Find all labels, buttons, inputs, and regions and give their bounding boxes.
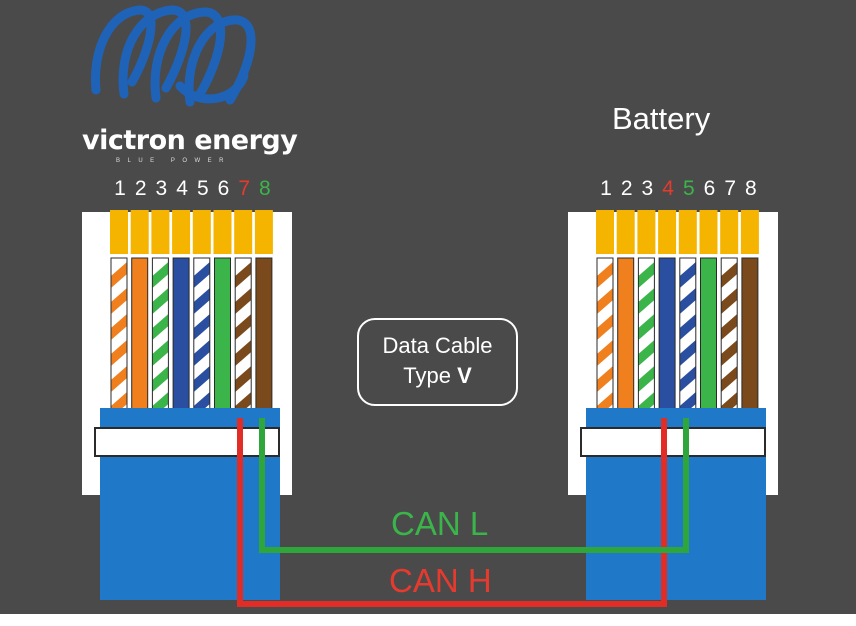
pin-number-6: 6 <box>217 177 230 200</box>
pin-number-2: 2 <box>620 177 633 200</box>
right-rj45-connector <box>568 210 778 600</box>
brand-tagline: BLUE POWER <box>116 158 232 164</box>
clip-band <box>94 427 280 457</box>
pin-number-3: 3 <box>641 177 654 200</box>
pin-number-7: 7 <box>724 177 737 200</box>
contact-pin <box>254 210 273 254</box>
wire-orange <box>617 257 635 411</box>
wire-white-brown <box>234 257 252 418</box>
contact-pin <box>699 210 718 254</box>
cable-type-line1: Data Cable <box>382 333 493 358</box>
brand-name: victron energy <box>82 125 298 156</box>
pin-number-1: 1 <box>114 177 126 200</box>
wire-green <box>214 257 231 411</box>
contact-pin <box>658 210 677 254</box>
contact-pin <box>720 210 739 254</box>
wire-white-orange <box>110 257 128 418</box>
victron-logo-icon <box>90 5 256 107</box>
pin-number-6: 6 <box>703 177 716 200</box>
contact-pin <box>110 210 128 254</box>
pin-number-8: 8 <box>745 177 757 200</box>
contact-pin <box>596 210 614 254</box>
cable-type-prefix: Type <box>403 363 451 388</box>
wire-white-green <box>151 257 169 418</box>
pin-number-4: 4 <box>662 177 674 200</box>
wire-white-brown <box>720 257 738 418</box>
wire-orange <box>131 257 149 411</box>
wire-white-green <box>637 257 655 418</box>
can-signal-lines <box>237 418 689 607</box>
cable-type-letter: V <box>457 363 472 388</box>
contact-pin <box>740 210 759 254</box>
pin-number-7: 7 <box>238 177 251 200</box>
wire-green <box>700 257 717 411</box>
contact-pin <box>637 210 656 254</box>
wire-blue <box>658 257 676 411</box>
contact-pin <box>616 210 635 254</box>
contact-pin <box>213 210 232 254</box>
can-l-label: CAN L <box>391 505 489 542</box>
pin-number-3: 3 <box>155 177 168 200</box>
contact-pin <box>234 210 253 254</box>
pin-number-5: 5 <box>196 177 209 200</box>
left-rj45-connector <box>82 210 292 600</box>
wire-blue <box>172 257 190 411</box>
can-h-label: CAN H <box>389 562 492 599</box>
can-h-line <box>237 418 667 607</box>
cable-type-line2: Type V <box>359 361 516 391</box>
clip-band <box>580 427 766 457</box>
pin-number-1: 1 <box>600 177 612 200</box>
contact-pin <box>172 210 191 254</box>
wire-white-blue <box>193 257 211 418</box>
wire-white-orange <box>596 257 614 418</box>
battery-label: Battery <box>612 101 711 136</box>
cable-type-box: Data Cable Type V <box>357 318 518 406</box>
pin-number-2: 2 <box>134 177 147 200</box>
wire-brown <box>741 257 759 411</box>
wire-brown <box>255 257 273 411</box>
pin-number-8: 8 <box>259 177 271 200</box>
pin-number-4: 4 <box>176 177 188 200</box>
contact-pin <box>678 210 697 254</box>
brand-logo: victron energy BLUE POWER <box>82 126 302 166</box>
bottom-bar <box>0 614 856 626</box>
wire-white-blue <box>679 257 697 418</box>
can-l-line <box>259 418 689 553</box>
contact-pin <box>192 210 211 254</box>
contact-pin <box>130 210 149 254</box>
pin-number-5: 5 <box>682 177 695 200</box>
contact-pin <box>151 210 170 254</box>
